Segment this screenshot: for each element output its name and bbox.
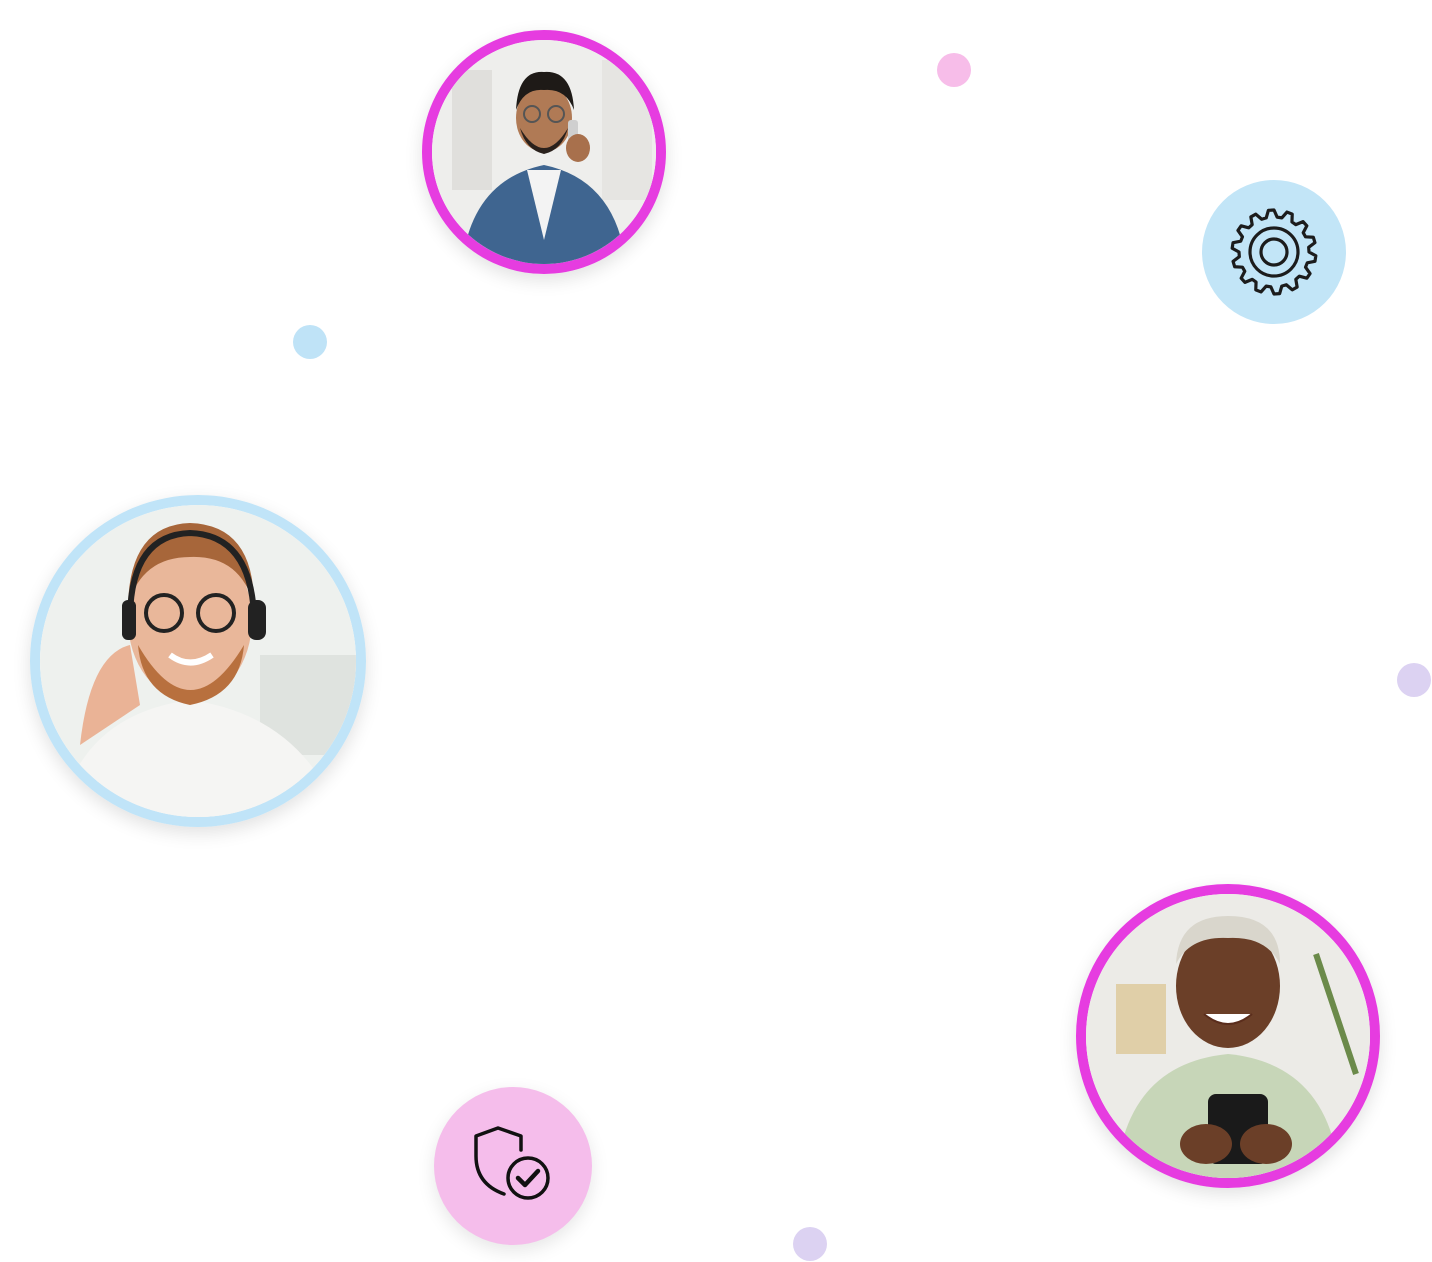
photo-woman-with-smartphone bbox=[1086, 894, 1370, 1178]
decorative-dot-pink bbox=[937, 53, 971, 87]
avatar-man-with-headset bbox=[30, 495, 366, 827]
decorative-dot-purple bbox=[1397, 663, 1431, 697]
shield-check-icon bbox=[474, 1126, 550, 1200]
photo-man-with-headset bbox=[40, 505, 356, 817]
decorative-dot-blue bbox=[293, 325, 327, 359]
decorative-dot-purple bbox=[793, 1227, 827, 1261]
gear-icon bbox=[1230, 208, 1318, 296]
avatar-man-on-phone bbox=[422, 30, 666, 274]
avatar-woman-with-smartphone bbox=[1076, 884, 1380, 1188]
shield-check-badge bbox=[434, 1087, 592, 1245]
photo-man-on-phone bbox=[432, 40, 656, 264]
gear-badge bbox=[1202, 180, 1346, 324]
